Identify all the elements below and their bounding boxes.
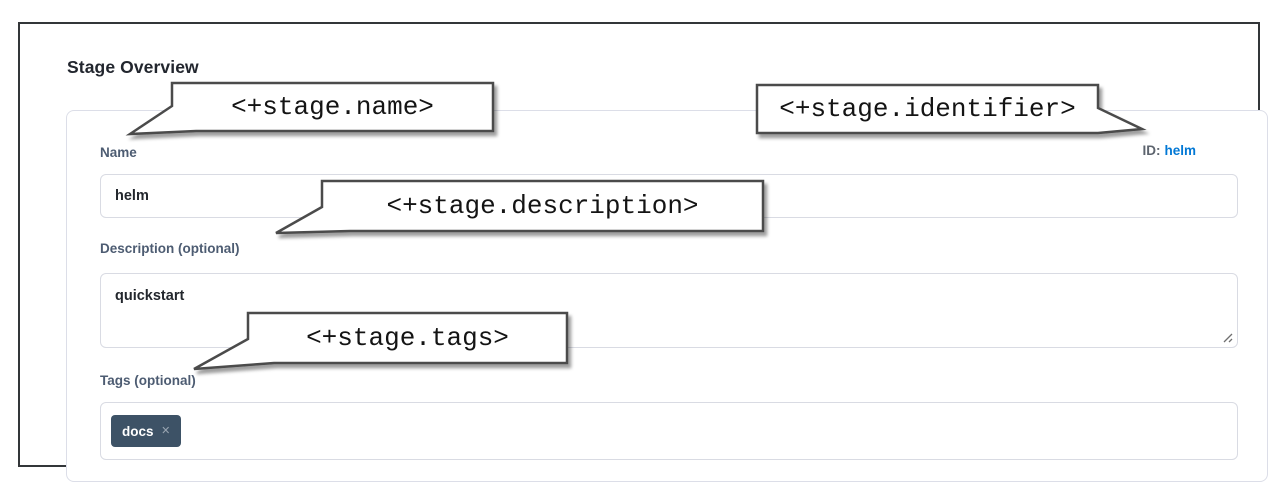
tag-chip-label: docs xyxy=(122,423,154,439)
tag-chip: docs × xyxy=(111,415,181,447)
id-value: helm xyxy=(1164,143,1196,158)
page-title: Stage Overview xyxy=(67,57,199,77)
description-field-wrap: quickstart xyxy=(100,273,1238,348)
tags-label: Tags (optional) xyxy=(100,373,196,388)
tag-remove-icon[interactable]: × xyxy=(161,422,170,439)
resize-grip-icon[interactable] xyxy=(1221,331,1233,343)
description-textarea[interactable]: quickstart xyxy=(100,273,1238,348)
name-input[interactable] xyxy=(100,174,1238,218)
tags-input[interactable]: docs × xyxy=(100,402,1238,460)
description-label: Description (optional) xyxy=(100,241,240,256)
id-caption: ID: xyxy=(1142,143,1161,158)
name-label: Name xyxy=(100,145,137,160)
stage-id-row: ID:helm xyxy=(1142,143,1196,158)
screenshot-frame: Stage Overview Name ID:helm Description … xyxy=(18,22,1268,482)
